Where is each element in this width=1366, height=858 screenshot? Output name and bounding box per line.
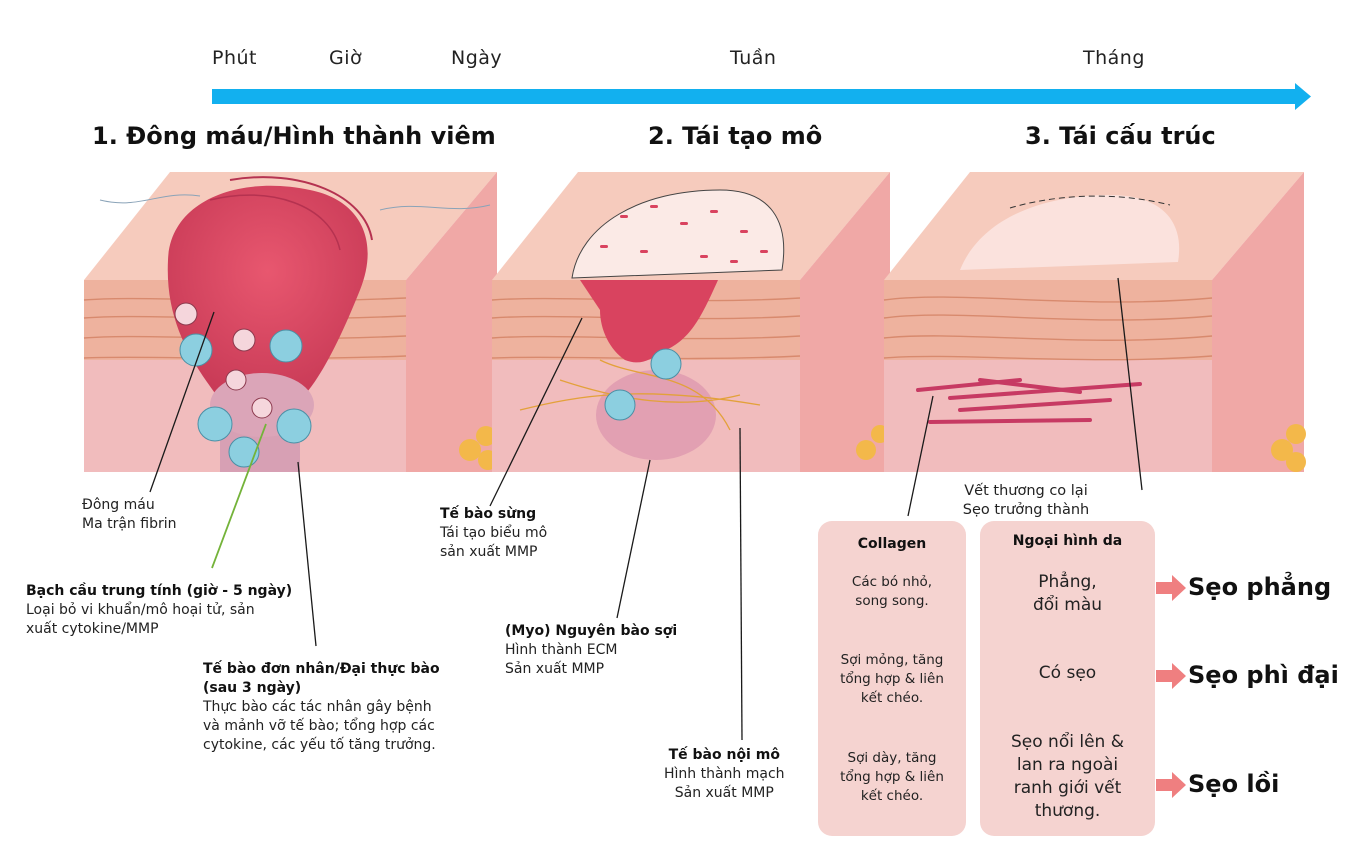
collagen-panel: Collagen Các bó nhỏ, song song. Sợi mỏng… — [818, 521, 966, 836]
annotation-endothelial-title: Tế bào nội mô — [668, 747, 780, 763]
appearance-item-line: đổi màu — [1032, 595, 1103, 615]
annotation-endothelial: Tế bào nội mô Hình thành mạch Sản xuất M… — [664, 746, 785, 803]
annotation-macrophage: Tế bào đơn nhân/Đại thực bào (sau 3 ngày… — [203, 660, 440, 755]
annotation-fibroblast-line: Sản xuất MMP — [505, 661, 605, 677]
annotation-contraction-line: Vết thương co lại — [964, 483, 1088, 499]
timeline-arrow — [212, 83, 1311, 110]
outcome-keloid-scar: Sẹo lồi — [1188, 770, 1280, 798]
annotation-fibroblast-line: Hình thành ECM — [505, 642, 618, 658]
annotation-macrophage-line: và mảnh vỡ tế bào; tổng hợp các — [203, 718, 435, 734]
appearance-item-line: thương. — [1034, 801, 1101, 821]
collagen-item-hypertrophic: Sợi mỏng, tăng tổng hợp & liên kết chéo. — [818, 651, 966, 708]
annotation-fibroblast-title: (Myo) Nguyên bào sợi — [505, 623, 678, 639]
annotation-keratinocyte: Tế bào sừng Tái tạo biểu mô sản xuất MMP — [440, 505, 547, 562]
annotation-neutrophil-line: Loại bỏ vi khuẩn/mô hoại tử, sản — [26, 602, 255, 618]
annotation-keratinocyte-line: Tái tạo biểu mô — [440, 525, 548, 541]
annotation-macrophage-line: Thực bào các tác nhân gây bệnh — [203, 699, 432, 715]
collagen-panel-title: Collagen — [857, 536, 927, 552]
collagen-item-keloid: Sợi dày, tăng tổng hợp & liên kết chéo. — [818, 749, 966, 806]
annotation-neutrophil: Bạch cầu trung tính (giờ - 5 ngày) Loại … — [26, 582, 292, 639]
annotation-coagulation: Đông máu Ma trận fibrin — [82, 496, 176, 534]
annotation-macrophage-line: cytokine, các yếu tố tăng trưởng. — [203, 737, 436, 753]
timeline-label-hours: Giờ — [329, 47, 363, 69]
annotation-endothelial-line: Hình thành mạch — [664, 766, 785, 782]
leader-line-neutrophil — [211, 423, 267, 569]
appearance-item-line: lan ra ngoài — [1016, 755, 1119, 775]
appearance-panel: Ngoại hình da Phẳng, đổi màu Có sẹo Sẹo … — [980, 521, 1155, 836]
annotation-contraction-line: Sẹo trưởng thành — [962, 502, 1090, 518]
timeline-label-months: Tháng — [1083, 47, 1145, 69]
annotation-contraction: Vết thương co lại Sẹo trưởng thành — [940, 482, 1112, 520]
annotation-endothelial-line: Sản xuất MMP — [674, 785, 774, 801]
appearance-panel-title: Ngoại hình da — [1012, 533, 1123, 549]
annotation-keratinocyte-title: Tế bào sừng — [440, 506, 537, 522]
collagen-item-line: Sợi dày, tăng — [847, 750, 937, 766]
timeline-label-days: Ngày — [451, 47, 503, 69]
outcome-hypertrophic-scar: Sẹo phì đại — [1188, 661, 1339, 689]
collagen-item-line: tổng hợp & liên — [840, 671, 944, 687]
collagen-item-line: kết chéo. — [860, 690, 924, 706]
annotation-neutrophil-title: Bạch cầu trung tính (giờ - 5 ngày) — [26, 583, 293, 599]
collagen-item-line: Các bó nhỏ, — [851, 574, 933, 590]
appearance-item-line: Phẳng, — [1038, 572, 1097, 592]
appearance-item-line: ranh giới vết — [1013, 778, 1122, 798]
annotation-coagulation-line: Ma trận fibrin — [82, 516, 177, 532]
outcome-arrows — [1156, 575, 1186, 798]
stage-title-regeneration: 2. Tái tạo mô — [648, 122, 823, 150]
timeline-label-minutes: Phút — [212, 47, 257, 69]
annotation-neutrophil-line: xuất cytokine/MMP — [26, 621, 159, 637]
appearance-item-keloid: Sẹo nổi lên & lan ra ngoài ranh giới vết… — [980, 731, 1155, 823]
appearance-item-flat: Phẳng, đổi màu — [980, 571, 1155, 617]
annotation-macrophage-title: (sau 3 ngày) — [203, 680, 302, 696]
timeline-label-weeks: Tuần — [730, 47, 777, 69]
stage-title-remodeling: 3. Tái cấu trúc — [1025, 122, 1216, 150]
skin-block-inflammation — [83, 172, 498, 472]
stage-title-inflammation: 1. Đông máu/Hình thành viêm — [92, 122, 496, 150]
skin-block-remodeling — [883, 172, 1306, 472]
skin-block-regeneration — [491, 172, 890, 472]
appearance-item-line: Sẹo nổi lên & — [1011, 732, 1124, 752]
appearance-item-line: Có sẹo — [1038, 663, 1097, 683]
annotation-coagulation-line: Đông máu — [82, 497, 155, 513]
collagen-item-line: song song. — [855, 593, 929, 609]
collagen-item-flat: Các bó nhỏ, song song. — [818, 573, 966, 611]
annotation-macrophage-title: Tế bào đơn nhân/Đại thực bào — [203, 661, 440, 677]
annotation-keratinocyte-line: sản xuất MMP — [440, 544, 538, 560]
collagen-item-line: Sợi mỏng, tăng — [840, 652, 944, 668]
leader-lines — [149, 277, 1143, 741]
annotation-fibroblast: (Myo) Nguyên bào sợi Hình thành ECM Sản … — [505, 622, 677, 679]
collagen-item-line: tổng hợp & liên — [840, 769, 944, 785]
outcome-flat-scar: Sẹo phẳng — [1188, 573, 1332, 601]
collagen-item-line: kết chéo. — [860, 788, 924, 804]
appearance-item-hypertrophic: Có sẹo — [980, 662, 1155, 685]
